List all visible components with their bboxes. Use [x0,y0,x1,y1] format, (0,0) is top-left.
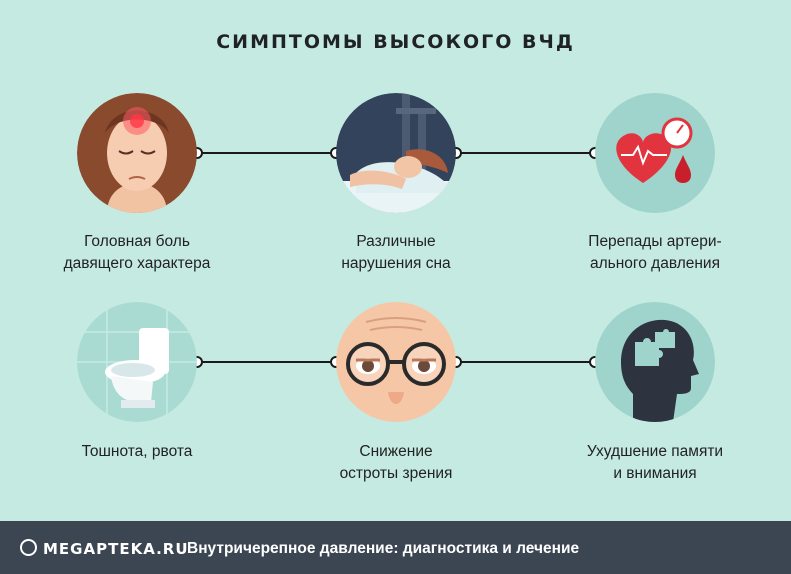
brand-logo[interactable]: MEGAPTEKA.RU [20,539,189,558]
symptom-label-pressure: Перепады артери- ального давления [588,233,722,272]
vision-icon [336,302,456,422]
footer-bar: MEGAPTEKA.RU Внутричерепное давление: ди… [0,521,791,574]
blood-pressure-icon [595,93,715,213]
article-link[interactable]: Внутричерепное давление: диагностика и л… [187,540,580,557]
symptom-label-sleep: Различные нарушения сна [341,233,451,272]
brain-puzzle-icon [595,302,715,422]
toilet-icon [77,302,197,422]
brand-mark-icon [20,539,37,556]
page-title: СИМПТОМЫ ВЫСОКОГО ВЧД [216,31,575,53]
symptom-label-vision: Снижение остроты зрения [339,443,453,482]
headache-icon [77,93,197,213]
sleep-disorder-icon [336,93,456,213]
symptom-label-headache: Головная боль давящего характера [63,233,211,272]
symptom-label-nausea: Тошнота, рвота [81,443,193,460]
brand-name: MEGAPTEKA.RU [43,540,189,558]
symptom-label-memory: Ухудшение памяти и внимания [586,443,724,482]
